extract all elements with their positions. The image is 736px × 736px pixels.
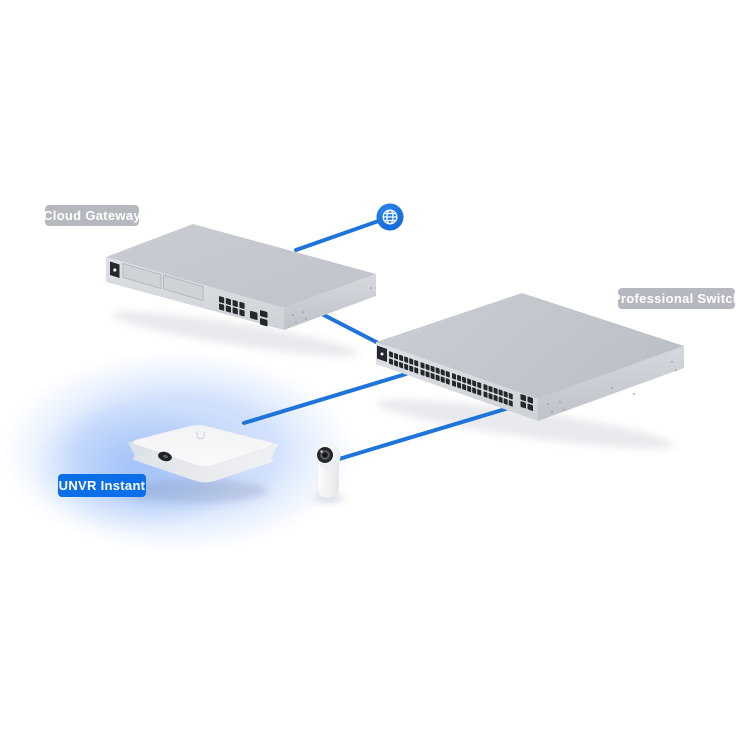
- connection-gateway-switch: [316, 310, 384, 347]
- gateway-top-face: [106, 224, 376, 308]
- unvr-logo: [196, 431, 205, 440]
- camera-lens-glint: [320, 450, 323, 453]
- connection-lines: [242, 215, 514, 461]
- gateway-end-face: [284, 274, 376, 330]
- gateway-port-block: [219, 296, 245, 317]
- gateway-display-dot: [113, 268, 117, 272]
- globe-icon: [376, 203, 404, 231]
- unvr-instant-label: UNVR Instant: [58, 474, 146, 497]
- connection-switch-nvr: [242, 372, 408, 425]
- unvr-port-pin: [162, 454, 169, 459]
- unvr-instant-device: [128, 424, 278, 483]
- camera-device: [315, 443, 341, 499]
- professional-switch-label: Professional Switch: [612, 288, 736, 309]
- switch-port-rows: [389, 351, 513, 407]
- device-shadows: [111, 311, 674, 503]
- connection-internet-gateway: [294, 215, 392, 252]
- cloud-gateway-label: Cloud Gateway: [43, 205, 141, 226]
- connection-switch-camera: [337, 405, 514, 461]
- camera-lens-core: [322, 452, 328, 458]
- switch-top-face: [376, 293, 684, 399]
- switch-sfp-ports: [520, 394, 533, 411]
- gateway-uplink-ports: [250, 310, 268, 327]
- switch-screws: [547, 361, 677, 413]
- gateway-screws: [292, 287, 372, 323]
- switch-display-dot: [380, 352, 384, 356]
- switch-end-face: [538, 346, 684, 421]
- cloud-gateway-device: [106, 224, 376, 330]
- professional-switch-device: [376, 293, 684, 421]
- gateway-drive-bays: [122, 263, 204, 301]
